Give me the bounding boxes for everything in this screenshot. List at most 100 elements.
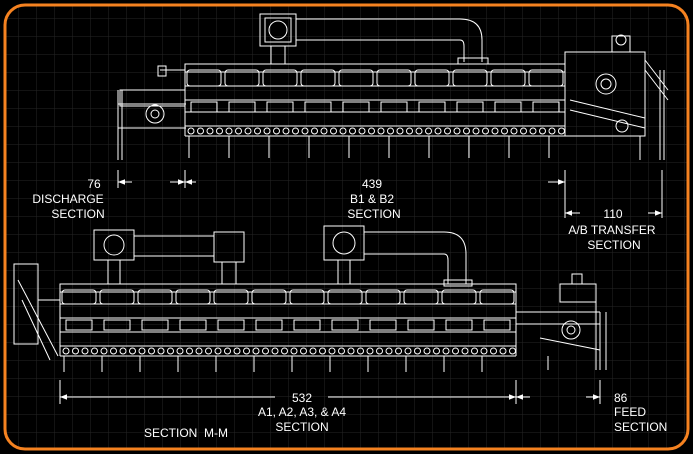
roller [281,347,288,355]
oven-lower-panel [456,101,484,113]
dim-discharge-label2: SECTION [51,207,104,221]
dim-a-label2: SECTION [275,420,328,434]
roller [320,127,328,135]
roller [138,347,146,355]
oven-panel [441,289,477,305]
roller [206,127,214,135]
roller [444,127,451,135]
roller [453,127,461,135]
roller [187,127,195,135]
roller [292,127,299,135]
roller [197,127,204,135]
oven-panel [528,69,564,87]
oven-lower-panel [331,319,359,331]
roller [404,347,412,355]
roller [406,127,413,135]
oven-panel [175,289,211,305]
oven-lower-panel [445,319,473,331]
roller [415,127,423,135]
roller [243,347,250,355]
oven-lower-panel [407,319,435,331]
roller [224,347,231,355]
roller [377,127,385,135]
oven-panel [289,289,325,305]
roller [423,347,431,355]
oven-panel [365,289,401,305]
oven-panel [376,69,412,87]
roller [311,127,318,135]
roller [119,347,127,355]
dim-ab-label1: A/B TRANSFER [568,223,655,237]
roller [110,347,117,355]
oven-lower-panel [103,319,131,331]
roller [358,127,366,135]
roller [262,347,269,355]
roller [520,127,527,135]
roller [472,127,480,135]
roller [452,347,459,355]
grid-background [6,6,687,448]
roller [72,347,79,355]
roller [328,347,336,355]
oven-lower-panel [179,319,207,331]
dim-feed-value: 86 [614,391,628,405]
roller [425,127,432,135]
roller [539,127,546,135]
roller [482,127,489,135]
bottom-conveyor-drawing [13,225,607,372]
oven-lower-panel [228,101,256,113]
roller [366,347,374,355]
roller [510,127,518,135]
roller [252,347,260,355]
roller [330,127,337,135]
dim-feed-label1: FEED [614,405,646,419]
roller [471,347,478,355]
oven-lower-panel [65,319,93,331]
oven-panel [99,289,135,305]
roller [434,127,442,135]
roller [387,127,394,135]
oven-lower-panel [369,319,397,331]
roller [148,347,155,355]
roller [480,347,488,355]
oven-lower-panel [217,319,245,331]
oven-panel [479,289,515,305]
roller [529,127,537,135]
oven-lower-panel [190,101,218,113]
oven-panel [224,69,260,87]
roller [442,347,450,355]
oven-lower-panel [255,319,283,331]
orange-frame [3,3,690,451]
roller [368,127,375,135]
roller [548,127,556,135]
oven-lower-panel [418,101,446,113]
dim-b-value: 439 [362,177,382,191]
roller [461,347,469,355]
roller [214,347,222,355]
oven-panel [490,69,526,87]
roller [338,347,345,355]
oven-lower-panel [266,101,294,113]
roller [463,127,470,135]
roller [376,347,383,355]
oven-panel [262,69,298,87]
roller [254,127,261,135]
dim-ab-label2: SECTION [587,238,640,252]
oven-lower-panel [494,101,522,113]
top-conveyor-drawing [117,13,669,160]
roller [282,127,290,135]
roller [129,347,136,355]
oven-panel [452,69,488,87]
roller [225,127,233,135]
oven-lower-panel [293,319,321,331]
roller [186,347,193,355]
roller [216,127,223,135]
dim-a-value: 532 [292,391,312,405]
bottom-dimension-lines [59,380,601,404]
roller [195,347,203,355]
roller [271,347,279,355]
roller [244,127,252,135]
roller [414,347,421,355]
roller [301,127,309,135]
